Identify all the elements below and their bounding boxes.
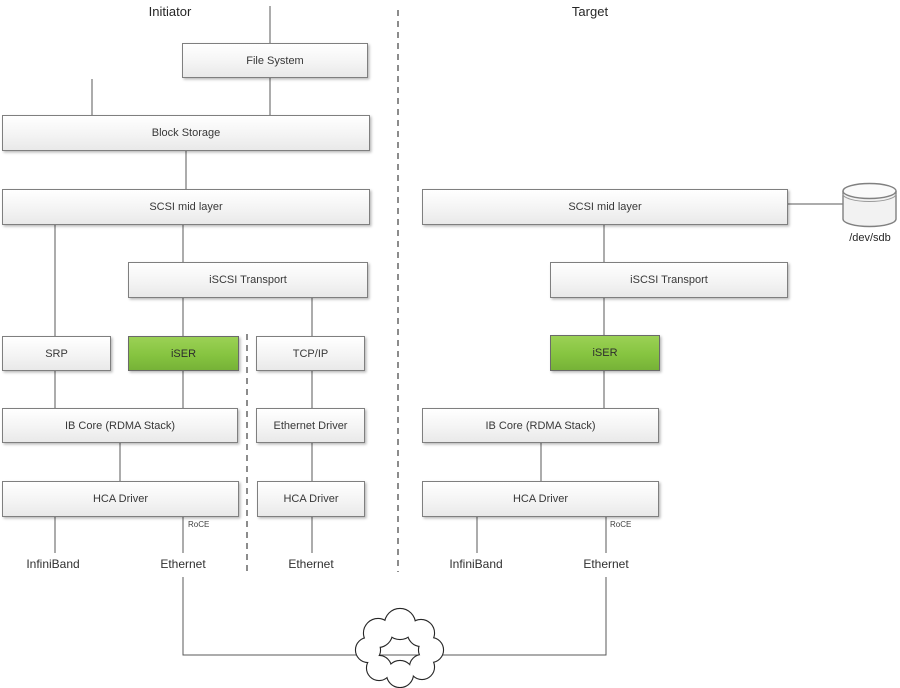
- disk-device-label: /dev/sdb: [849, 232, 891, 244]
- dashed-divider: [246, 10, 399, 575]
- port-label-ethernet-initiator: Ethernet: [160, 557, 206, 571]
- box-scsi-mid-layer-target: SCSI mid layer: [422, 189, 788, 225]
- port-label-infiniband-initiator: InfiniBand: [26, 557, 80, 571]
- box-iscsi-transport-target: iSCSI Transport: [550, 262, 788, 298]
- port-label-infiniband-target: InfiniBand: [449, 557, 503, 571]
- roce-label-target: RoCE: [610, 520, 632, 529]
- box-ethernet-driver: Ethernet Driver: [256, 408, 365, 443]
- box-file-system: File System: [182, 43, 368, 78]
- box-hca-driver-initiator: HCA Driver: [2, 481, 239, 517]
- port-label-ethernet-tcp: Ethernet: [288, 557, 334, 571]
- cloud-icon: [354, 607, 445, 688]
- box-ib-core-target: IB Core (RDMA Stack): [422, 408, 659, 443]
- disk-icon: [842, 182, 897, 228]
- box-iser-initiator: iSER: [128, 336, 239, 371]
- box-scsi-mid-layer-initiator: SCSI mid layer: [2, 189, 370, 225]
- box-tcp-ip: TCP/IP: [256, 336, 365, 371]
- box-srp: SRP: [2, 336, 111, 371]
- box-ib-core-initiator: IB Core (RDMA Stack): [2, 408, 238, 443]
- box-iscsi-transport-initiator: iSCSI Transport: [128, 262, 368, 298]
- box-hca-driver-target: HCA Driver: [422, 481, 659, 517]
- port-label-ethernet-target: Ethernet: [583, 557, 629, 571]
- target-section-title: Target: [571, 4, 609, 19]
- box-hca-driver-ethernet: HCA Driver: [257, 481, 365, 517]
- box-block-storage: Block Storage: [2, 115, 370, 151]
- initiator-section-title: Initiator: [148, 4, 192, 19]
- roce-label-initiator: RoCE: [188, 520, 210, 529]
- box-iser-target: iSER: [550, 335, 660, 371]
